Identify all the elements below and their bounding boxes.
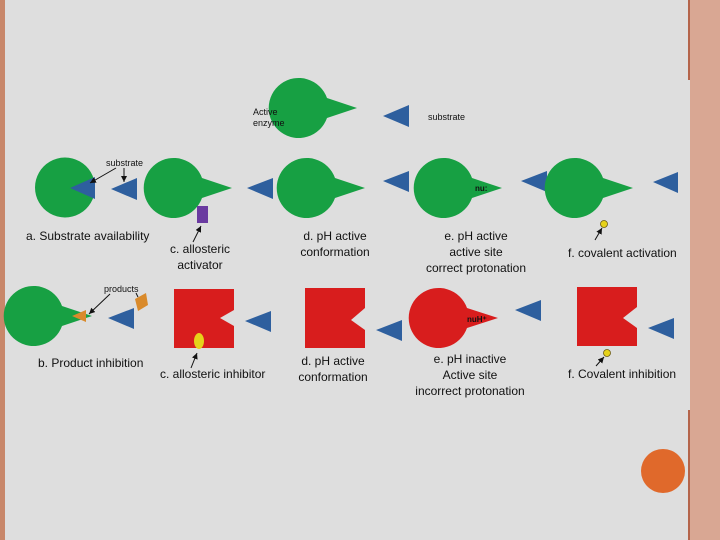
arrow-substrate-a1 [89,167,117,184]
substrate-free-a [111,178,137,200]
arrow-covalent-f [594,227,603,241]
substrate-f [653,172,678,193]
nu-label: nu: [475,184,488,193]
covalent-modifier-f2 [603,349,611,357]
active-enzyme-line2: enzyme [253,118,285,128]
label-covalent-activation: f. covalent activation [568,246,677,260]
allosteric-activator-line2: activator [177,258,223,272]
active-enzyme-label: Active enzyme [253,107,285,129]
enzyme-c [143,158,232,219]
arrow-activator [192,225,202,243]
substrate-top-label: substrate [428,112,466,122]
enzyme-f2 [577,287,637,346]
enzyme-c2 [174,289,234,348]
ph-active-site-line2: active site [449,245,503,259]
label-allosteric-activator: c. allosteric activator [160,241,240,273]
arrow-product-b2 [135,292,139,298]
substrate-b [108,308,134,329]
arrow-inhibitor [190,352,198,369]
label-allosteric-inhibitor: c. allosteric inhibitor [160,367,266,381]
substrate-c [247,178,273,199]
ph-active-site-line3: correct protonation [425,261,527,275]
substrate-tag-a: substrate [106,158,144,168]
substrate-c2 [245,311,271,332]
enzyme-b [3,286,92,346]
product-free-b [135,293,148,311]
label-ph-active-conformation-2: d. pH active conformation [288,353,378,385]
enzyme-f [544,158,633,219]
right-border-line-bottom [688,410,690,540]
product-bound-b [72,310,86,322]
ph-active-2-line2: conformation [298,370,368,384]
left-border [0,0,5,540]
allosteric-activator-line1: c. allosteric [169,242,231,256]
products-tag-b: products [104,284,139,294]
active-enzyme-line1: Active [253,107,278,117]
substrate-d2 [376,320,402,341]
substrate-e [521,171,547,192]
arrow-product-b1 [88,293,111,315]
ph-active-site-line1: e. pH active [444,229,508,243]
right-border-line-top [688,0,690,80]
nuh-label: nuH⁺ [467,315,487,324]
label-ph-inactive: e. pH inactive Active site incorrect pro… [410,351,530,399]
enzyme-d [276,158,365,219]
label-product-inhibition: b. Product inhibition [38,356,144,370]
enzyme-d2 [305,288,365,348]
substrate-e2 [515,300,541,321]
label-ph-active-site: e. pH active active site correct protona… [418,228,534,276]
substrate-d [383,171,409,192]
allosteric-inhibitor [194,333,204,349]
ph-active-2-line1: d. pH active [301,354,365,368]
covalent-modifier-f [600,220,608,228]
enzyme-active-top [268,78,357,138]
label-ph-active-conformation: d. pH active conformation [290,228,380,260]
substrate-f2 [648,318,674,339]
substrate-top [383,105,409,127]
ph-active-line2: conformation [300,245,370,259]
label-covalent-inhibition: f. Covalent inhibition [568,367,677,381]
arrow-covalent-f2 [595,356,605,367]
orange-circle-decoration [641,449,685,493]
enzyme-e2 [408,288,498,349]
ph-inactive-line3: incorrect protonation [415,384,525,398]
ph-inactive-line1: e. pH inactive [433,352,507,366]
enzyme-e [413,158,502,219]
ph-inactive-line2: Active site [442,368,498,382]
ph-active-line1: d. pH active [303,229,367,243]
allosteric-activator [197,206,208,223]
substrate-bound-a [70,177,95,199]
right-border [690,0,720,540]
enzyme-a [35,157,95,218]
label-substrate-availability: a. Substrate availability [26,229,150,243]
